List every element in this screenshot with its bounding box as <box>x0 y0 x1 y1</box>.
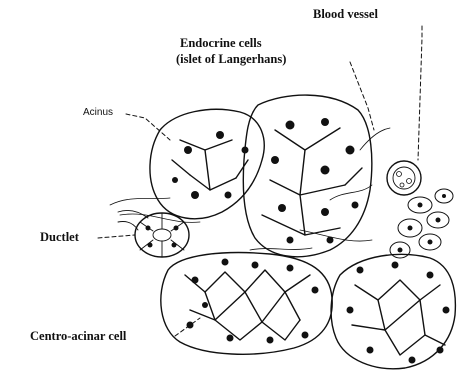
cell-nuclei <box>146 118 450 364</box>
leader-lines <box>98 26 422 336</box>
label-ductlet: Ductlet <box>40 231 79 244</box>
label-endocrine-line2: (islet of Langerhans) <box>176 53 286 66</box>
acinus-lower-left <box>161 253 332 355</box>
label-endocrine-line1: Endocrine cells <box>180 37 262 50</box>
leader-endocrine <box>350 62 374 130</box>
label-acinus: Acinus <box>83 108 113 119</box>
ductlet <box>118 210 189 257</box>
islet-of-langerhans <box>243 95 372 257</box>
leader-blood-vessel <box>418 26 422 160</box>
blood-vessel <box>387 161 421 195</box>
label-blood-vessel: Blood vessel <box>313 8 378 21</box>
acinus-upper-left <box>150 109 264 218</box>
label-centro-acinar-cell: Centro-acinar cell <box>30 330 126 343</box>
leader-centro-acinar <box>175 318 200 336</box>
leader-ductlet <box>98 235 135 238</box>
